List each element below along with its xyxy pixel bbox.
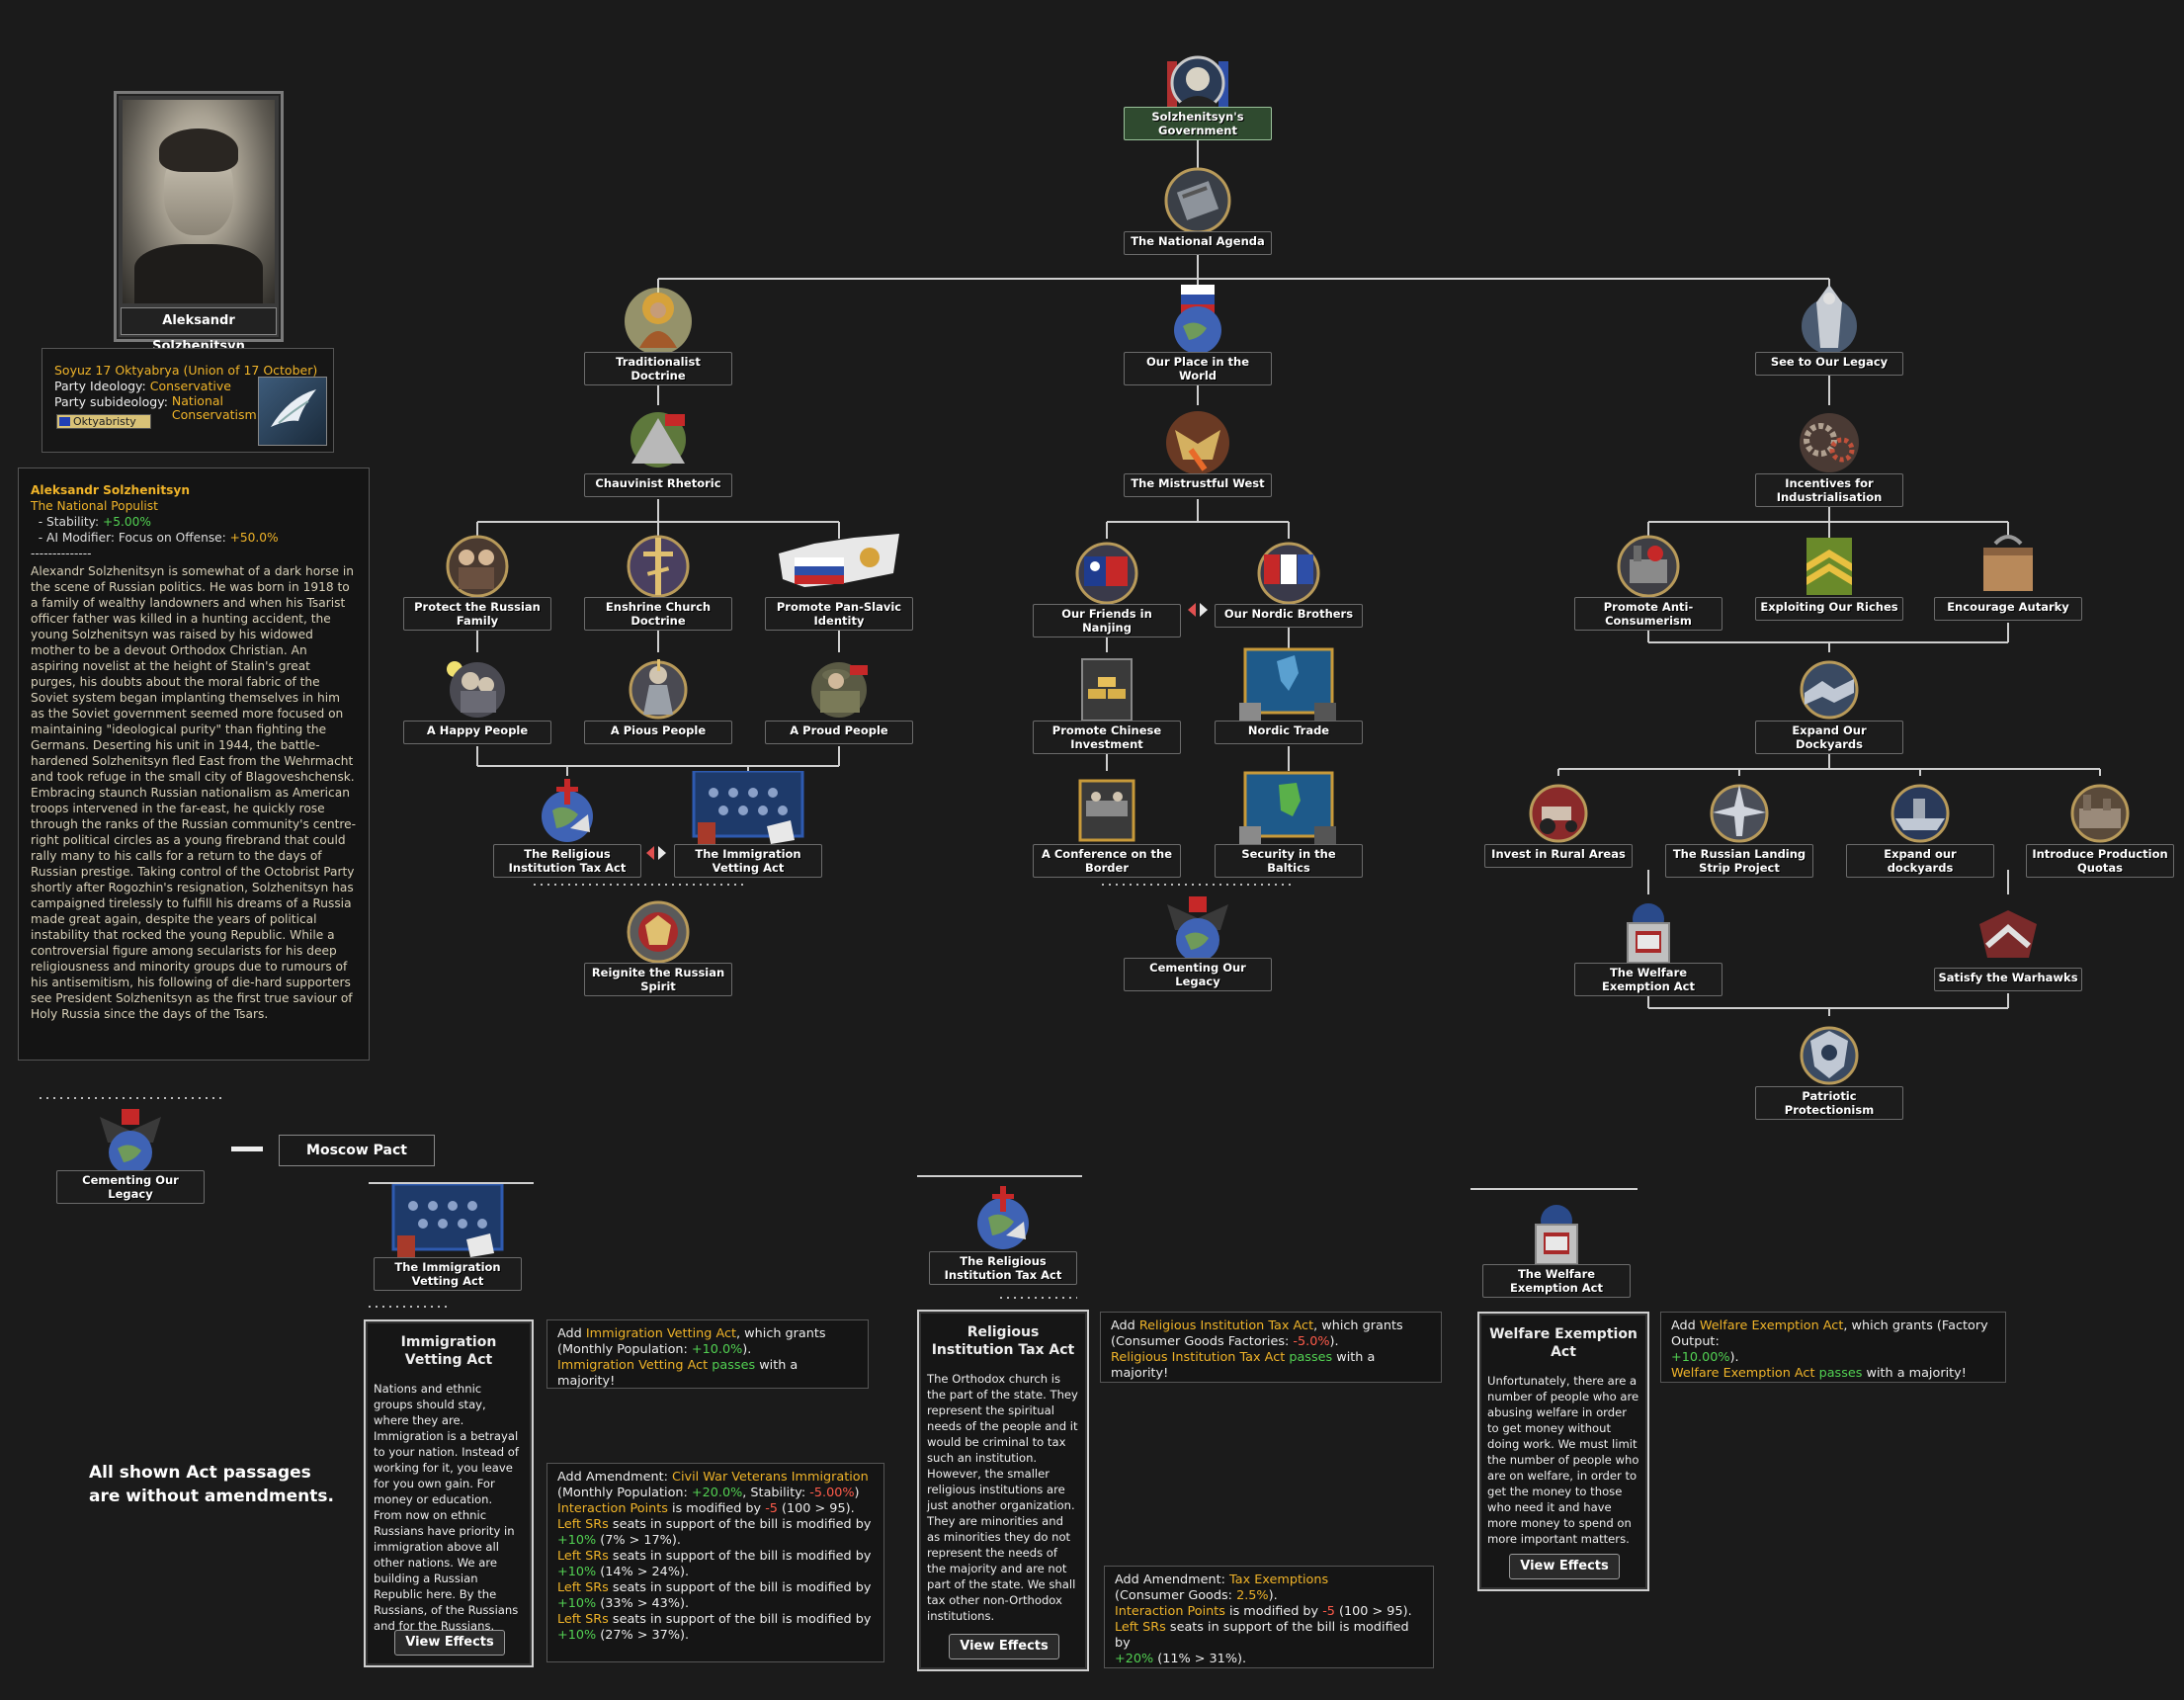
religious-act-tooltip: Add Religious Institution Tax Act, which… — [1100, 1312, 1442, 1383]
amendment-note: All shown Act passages are without amend… — [89, 1461, 346, 1508]
moscow-pact-label[interactable]: Moscow Pact — [279, 1135, 435, 1166]
welfare-act-tooltip: Add Welfare Exemption Act, which grants … — [1660, 1312, 2006, 1383]
dash-connector — [231, 1147, 263, 1151]
religious-institution-tax-act-card: Religious Institution Tax Act The Orthod… — [917, 1310, 1089, 1671]
immigration-act-tooltip: Add Immigration Vetting Act, which grant… — [546, 1319, 869, 1389]
immigration-amendment-tooltip: Add Amendment: Civil War Veterans Immigr… — [546, 1463, 884, 1662]
welfare-exemption-act-card: Welfare Exemption Act Unfortunately, the… — [1477, 1312, 1649, 1591]
view-effects-button[interactable]: View Effects — [394, 1630, 505, 1656]
religious-amendment-tooltip: Add Amendment: Tax Exemptions (Consumer … — [1104, 1566, 1434, 1668]
mutually-exclusive-icon — [1186, 601, 1210, 619]
view-effects-button[interactable]: View Effects — [949, 1634, 1059, 1659]
mutually-exclusive-icon — [644, 844, 668, 862]
view-effects-button[interactable]: View Effects — [1509, 1554, 1620, 1579]
immigration-vetting-act-card: Immigration Vetting Act Nations and ethn… — [364, 1319, 534, 1667]
